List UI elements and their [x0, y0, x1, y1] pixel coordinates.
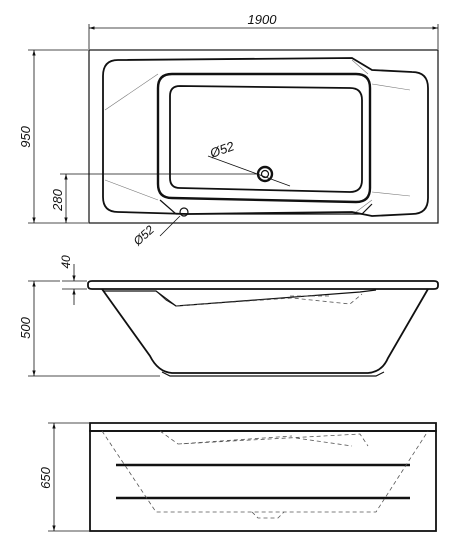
front-view: 650: [38, 422, 437, 532]
top-view-basin-inner: [169, 85, 363, 193]
drain-diameter-label: Ø52: [207, 138, 237, 161]
side-view-rim: [87, 280, 439, 290]
dim-1900-label: 1900: [248, 12, 278, 27]
dim-500-label: 500: [18, 316, 33, 338]
top-view-rim: [88, 49, 439, 224]
side-view-base: [161, 371, 385, 377]
overflow-leader: [159, 215, 181, 237]
front-view-hidden-inner: [159, 430, 369, 447]
overflow-diameter-label: Ø52: [130, 222, 157, 248]
front-view-rim: [89, 422, 437, 432]
side-view-body: [101, 288, 429, 374]
front-view-hidden-outer: [101, 430, 429, 513]
top-view-slant: [159, 199, 373, 215]
dim-280-label: 280: [50, 188, 65, 211]
side-view-inner-solid: [104, 289, 377, 307]
front-view-hidden-drain: [251, 511, 285, 519]
dim-40-label: 40: [59, 255, 73, 269]
side-view-inner-dashed: [175, 293, 363, 307]
top-view-facet-lines: [104, 59, 411, 213]
front-view-panel: [89, 430, 437, 532]
overflow-hole: [179, 207, 189, 217]
top-view: 1900 950 280 Ø52 Ø52: [18, 12, 439, 249]
dim-650-label: 650: [38, 466, 53, 488]
top-view-tub-outer: [102, 57, 429, 217]
drain-inner: [260, 169, 270, 179]
top-view-basin-frame: [156, 72, 372, 204]
side-view: 40 500: [18, 255, 439, 377]
side-view-inner-solid-2: [155, 290, 177, 307]
drain-leader: [207, 155, 291, 187]
dim-950-label: 950: [18, 125, 33, 147]
